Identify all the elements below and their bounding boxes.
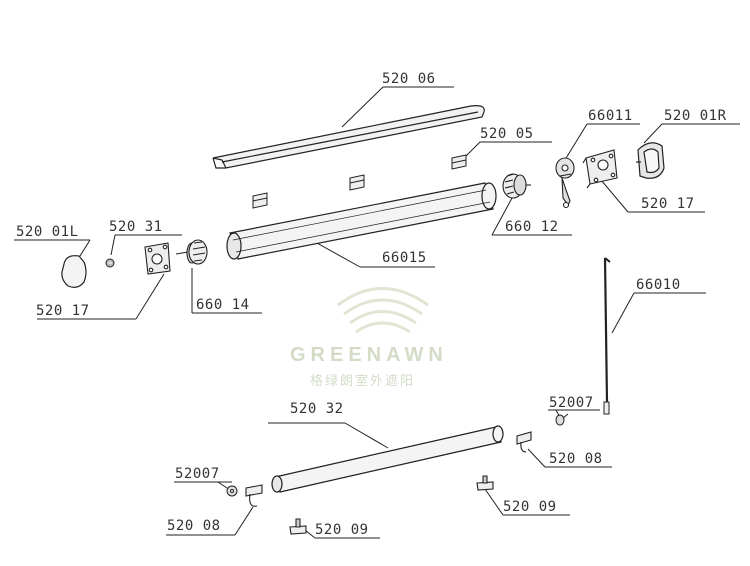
part-52006-front-cover <box>212 105 485 169</box>
part-52009-right-foot <box>476 475 494 491</box>
label-52001L: 520 01L <box>16 224 79 240</box>
part-66011-crank-gear <box>555 157 575 209</box>
part-52031-screw <box>105 258 115 268</box>
label-52008-left: 520 08 <box>167 518 221 534</box>
part-52001R-end-cap <box>636 142 665 179</box>
part-52032-front-bar <box>271 425 504 493</box>
label-52009-left: 520 09 <box>315 522 369 538</box>
part-66014-tube-plug <box>175 239 208 265</box>
part-52008-left-hook <box>245 484 263 507</box>
label-52006: 520 06 <box>382 71 436 87</box>
watermark-brand: GREENAWN <box>290 344 448 366</box>
label-52007-right: 52007 <box>549 395 594 411</box>
part-52009-left-foot <box>289 518 307 535</box>
part-52007-right-clip <box>555 413 569 426</box>
label-52017-right: 520 17 <box>641 196 695 212</box>
label-66014: 660 14 <box>196 297 250 313</box>
part-52017-right-bracket <box>582 149 618 189</box>
label-66012: 660 12 <box>505 219 559 235</box>
watermark-tagline: 格绿朗室外遮阳 <box>310 373 416 388</box>
label-52032: 520 32 <box>290 401 344 417</box>
part-52007-left-clip <box>226 485 238 497</box>
part-66012-tube-plug <box>502 173 531 199</box>
label-66015: 66015 <box>382 250 427 266</box>
label-52017-left: 520 17 <box>36 303 90 319</box>
part-66010-crank-handle <box>603 257 611 415</box>
label-66011: 66011 <box>588 108 633 124</box>
watermark-logo <box>337 287 429 334</box>
label-52007-left: 52007 <box>175 466 220 482</box>
part-52017-left-bracket <box>144 242 171 275</box>
label-52008-right: 520 08 <box>549 451 603 467</box>
label-52031: 520 31 <box>109 219 163 235</box>
label-52005: 520 05 <box>480 126 534 142</box>
part-66015-roller-tube <box>226 182 497 260</box>
part-52001L-end-cap <box>61 255 87 288</box>
part-52005-clips <box>252 154 467 209</box>
label-66010: 66010 <box>636 277 681 293</box>
label-52009-right: 520 09 <box>503 499 557 515</box>
label-52001R: 520 01R <box>664 108 727 124</box>
part-52008-right-hook <box>516 431 532 453</box>
